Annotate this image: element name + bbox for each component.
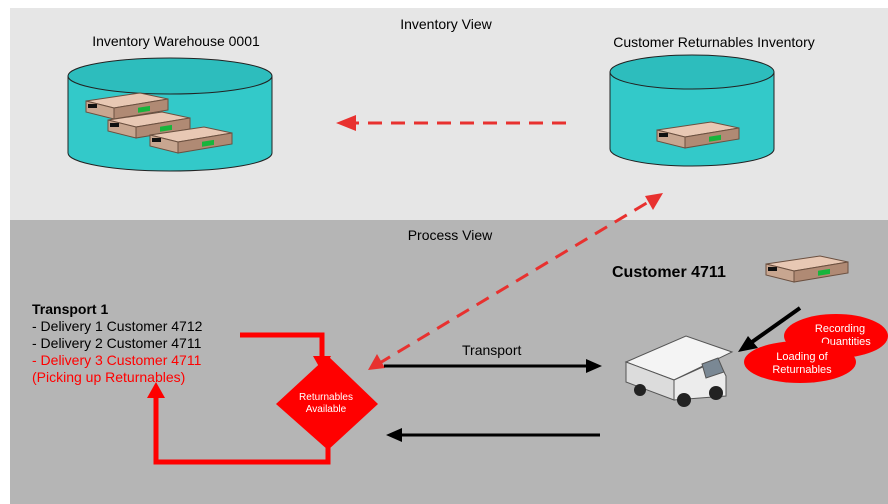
warehouse-label: Inventory Warehouse 0001 (92, 33, 260, 49)
delivery-note-highlight: (Picking up Returnables) (32, 369, 185, 385)
dashed-transfer-arrow (336, 115, 566, 131)
delivery-line: - Delivery 2 Customer 4711 (32, 335, 202, 351)
returnables-cylinder-icon (609, 54, 775, 167)
delivery-line: - Delivery 1 Customer 4712 (32, 318, 203, 334)
process-view-title: Process View (408, 227, 493, 243)
loading-returnables-bubble (744, 341, 856, 383)
transport-arrow (384, 359, 602, 373)
bubble-text: Loading of (776, 351, 828, 363)
decision-text: Returnables (299, 392, 353, 403)
bubble-text: Recording (815, 323, 865, 335)
bubble-text: Quantities (821, 336, 871, 348)
customer-label: Customer 4711 (612, 264, 726, 281)
returnables-decision-diamond (276, 356, 378, 450)
transport-arrow-label: Transport (462, 342, 522, 358)
dashed-return-arrow (368, 193, 663, 370)
delivery-truck-icon (624, 335, 734, 407)
loading-arrow (738, 306, 802, 352)
returnables-label: Customer Returnables Inventory (613, 34, 815, 50)
decision-text: Available (306, 404, 347, 415)
delivery-line-highlight: - Delivery 3 Customer 4711 (32, 352, 202, 368)
return-arrow (386, 428, 600, 442)
transport-title: Transport 1 (32, 301, 108, 317)
inventory-view-title: Inventory View (400, 16, 492, 32)
flow-arrowhead (147, 382, 165, 398)
bubble-text: Returnables (772, 364, 832, 376)
